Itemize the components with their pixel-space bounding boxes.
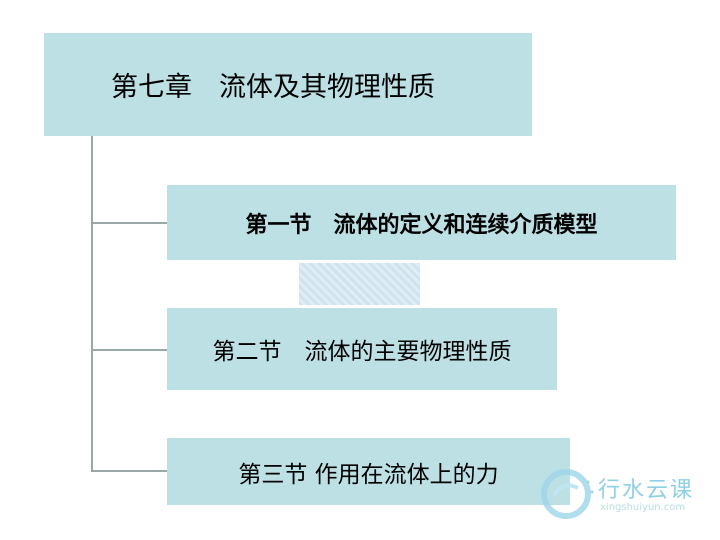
watermark-logo: 行水云课 xingshuiyun.com — [540, 466, 720, 526]
tree-connector-2 — [91, 349, 167, 351]
chapter-title-box: 第七章 流体及其物理性质 — [44, 33, 532, 136]
tree-connector-3 — [91, 470, 167, 472]
decorative-texture — [299, 263, 420, 305]
chapter-title: 第七章 流体及其物理性质 — [111, 72, 435, 103]
section-box-3: 第三节 作用在流体上的力 — [167, 438, 570, 505]
section-label: 第一节 流体的定义和连续介质模型 — [245, 211, 598, 238]
watermark-url: xingshuiyun.com — [600, 502, 686, 513]
wave-icon — [541, 469, 594, 519]
tree-connector-vertical — [91, 136, 93, 471]
tree-connector-1 — [91, 222, 167, 224]
section-label: 第二节 流体的主要物理性质 — [212, 339, 512, 365]
section-box-1: 第一节 流体的定义和连续介质模型 — [167, 185, 676, 260]
section-box-2: 第二节 流体的主要物理性质 — [167, 308, 557, 390]
watermark-name: 行水云课 — [598, 478, 695, 503]
section-label: 第三节 作用在流体上的力 — [238, 461, 499, 488]
